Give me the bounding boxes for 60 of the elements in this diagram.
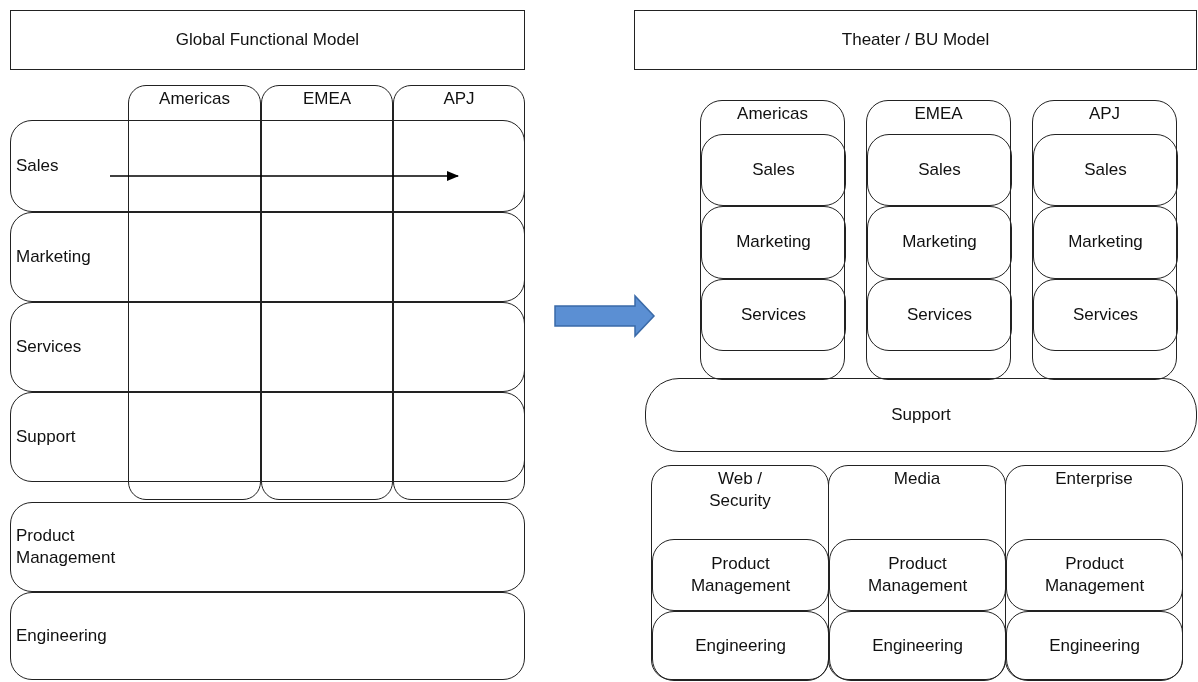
function-box: [701, 206, 846, 279]
row-box: [10, 212, 525, 302]
column-box: [128, 85, 261, 500]
node-label: Product Management: [689, 552, 792, 597]
node-label: Global Functional Model: [175, 28, 360, 51]
column-box: [700, 100, 845, 380]
node-label: Engineering: [16, 624, 107, 647]
node-label: Product Management: [866, 552, 969, 597]
node-label: Engineering: [695, 634, 786, 657]
node-label: Engineering: [872, 634, 963, 657]
function-box: [867, 206, 1012, 279]
function-box: [1033, 134, 1178, 206]
node-label: Services: [1072, 303, 1139, 326]
node-label: Product Management: [1043, 552, 1146, 597]
node-label: Services: [16, 335, 82, 358]
function-box: [1006, 539, 1183, 611]
node-label: Support: [16, 425, 76, 448]
row-box: [10, 392, 525, 482]
node-label: Theater / BU Model: [841, 28, 990, 51]
node-label: APJ: [1088, 103, 1121, 125]
function-box: [1033, 206, 1178, 279]
title-box: [634, 10, 1197, 70]
node-label: Product Management: [16, 524, 117, 569]
node-label: Marketing: [16, 245, 91, 268]
node-label: Web / Security: [708, 468, 772, 513]
node-label: Media: [893, 468, 941, 490]
node-label: EMEA: [302, 88, 352, 110]
function-box: [867, 134, 1012, 206]
node-label: Americas: [159, 88, 230, 110]
column-box: [1032, 100, 1177, 380]
column-box: [393, 85, 525, 500]
column-box: [866, 100, 1011, 380]
function-box: [1006, 611, 1183, 681]
node-label: Sales: [918, 158, 961, 181]
node-label: Services: [906, 303, 973, 326]
title-box: [10, 10, 525, 70]
node-label: Services: [740, 303, 807, 326]
node-label: EMEA: [914, 103, 963, 125]
support-bar: [645, 378, 1197, 452]
function-box: [701, 279, 846, 351]
function-box: [1033, 279, 1178, 351]
column-box: [261, 85, 393, 500]
row-box: [10, 120, 525, 212]
node-label: Marketing: [1068, 231, 1143, 254]
node-label: Marketing: [902, 231, 977, 254]
node-label: Sales: [16, 154, 59, 177]
node-label: Support: [891, 403, 951, 426]
node-label: Americas: [737, 103, 808, 125]
node-label: Marketing: [736, 231, 811, 254]
node-label: Engineering: [1049, 634, 1140, 657]
node-label: Sales: [752, 158, 795, 181]
row-box: [10, 302, 525, 392]
node-label: APJ: [443, 88, 475, 110]
row-box: [10, 502, 525, 592]
row-box: [10, 592, 525, 680]
node-label: Sales: [1084, 158, 1127, 181]
function-box: [867, 279, 1012, 351]
column-box: [1005, 465, 1183, 680]
function-box: [701, 134, 846, 206]
node-label: Enterprise: [1055, 468, 1133, 490]
